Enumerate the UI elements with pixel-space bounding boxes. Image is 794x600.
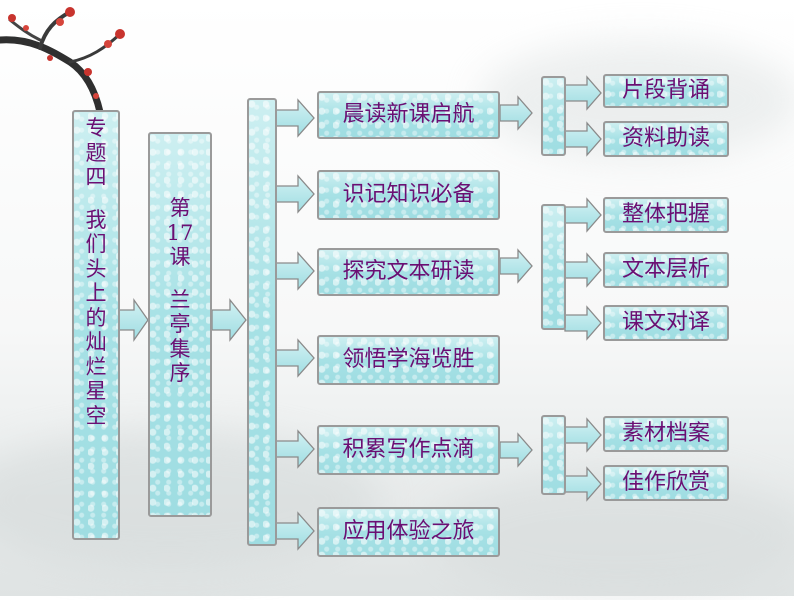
section-shiji: 识记知识必备 [317, 170, 500, 220]
topic-char: 灿 [85, 330, 107, 354]
lesson-char: 序 [169, 361, 191, 385]
lesson-char: 17 [166, 220, 194, 245]
topic-box: 专 题 四 我 们 头 上 的 灿 烂 星 空 [72, 110, 120, 540]
arrow-hub-to-section-5 [275, 429, 315, 469]
arrow-hub-to-section-2 [275, 174, 315, 214]
section-lingwu: 领悟学海览胜 [317, 335, 500, 385]
arrow-hub-to-section-3 [275, 251, 315, 291]
section-label: 应用体验之旅 [342, 519, 475, 544]
topic-char: 空 [85, 403, 107, 428]
arrow-topic-to-lesson [118, 297, 149, 343]
lesson-char: 第 [169, 196, 191, 220]
subhub-bar-chendu [541, 76, 566, 156]
arrow-hub-to-section-4 [275, 338, 315, 378]
plum-branch-decoration [0, 7, 125, 116]
sub-jiazuo: 佳作欣赏 [603, 465, 729, 501]
sub-kewen: 课文对译 [603, 305, 729, 341]
sub-label: 整体把握 [621, 202, 710, 227]
arrow-hub-to-section-1 [275, 98, 315, 138]
topic-char: 上 [85, 281, 107, 305]
section-chendu: 晨读新课启航 [317, 91, 500, 139]
sub-ziliao: 资料助读 [603, 121, 729, 157]
arrow-to-sub-kewen [564, 305, 602, 341]
topic-char: 我 [85, 207, 107, 232]
arrow-section-3-to-subhub [499, 248, 533, 284]
sub-label: 素材档案 [621, 421, 710, 446]
sub-sucai: 素材档案 [603, 416, 729, 452]
arrow-section-1-to-subhub [499, 95, 533, 131]
topic-char: 星 [85, 379, 107, 403]
sub-label: 资料助读 [621, 126, 710, 151]
topic-char: 四 [85, 165, 107, 189]
section-yingyong: 应用体验之旅 [317, 507, 500, 557]
section-label: 探究文本研读 [342, 259, 475, 284]
sub-label: 佳作欣赏 [621, 470, 710, 495]
section-label: 积累写作点滴 [342, 437, 475, 462]
sub-label: 文本层析 [621, 257, 710, 282]
lesson-char: 亭 [169, 312, 191, 336]
section-label: 识记知识必备 [342, 182, 475, 207]
section-hub-bar [247, 98, 277, 546]
subhub-bar-jilei [541, 415, 566, 495]
topic-char: 专 [85, 116, 107, 140]
section-jilei: 积累写作点滴 [317, 425, 500, 475]
arrow-to-sub-jiazuo [564, 466, 602, 502]
lesson-char: 集 [169, 336, 191, 361]
topic-char: 头 [85, 256, 107, 281]
topic-char: 烂 [85, 354, 107, 379]
sub-zhengti: 整体把握 [603, 197, 729, 233]
sub-label: 课文对译 [621, 310, 710, 335]
arrow-lesson-to-hub [211, 298, 247, 342]
subhub-bar-tanjiu [541, 204, 566, 330]
topic-char: 们 [85, 232, 107, 256]
arrow-to-sub-sucai [564, 417, 602, 453]
sub-wenben: 文本层析 [603, 252, 729, 288]
arrow-to-sub-ziliao [564, 121, 602, 157]
section-label: 晨读新课启航 [342, 102, 475, 127]
arrow-to-sub-zhengti [564, 197, 602, 233]
arrow-hub-to-section-6 [275, 511, 315, 551]
lesson-char: 课 [169, 245, 191, 269]
section-tanjiu: 探究文本研读 [317, 248, 500, 296]
topic-char: 题 [85, 140, 107, 165]
sub-pianduan: 片段背诵 [603, 74, 729, 108]
lesson-char: 兰 [169, 287, 191, 312]
arrow-section-5-to-subhub [499, 432, 533, 468]
section-label: 领悟学海览胜 [342, 347, 475, 372]
arrow-to-sub-pianduan [564, 75, 602, 111]
sub-label: 片段背诵 [621, 78, 710, 103]
topic-char: 的 [85, 305, 107, 330]
lesson-box: 第 17 课 兰 亭 集 序 [148, 132, 212, 517]
arrow-to-sub-wenben [564, 252, 602, 288]
